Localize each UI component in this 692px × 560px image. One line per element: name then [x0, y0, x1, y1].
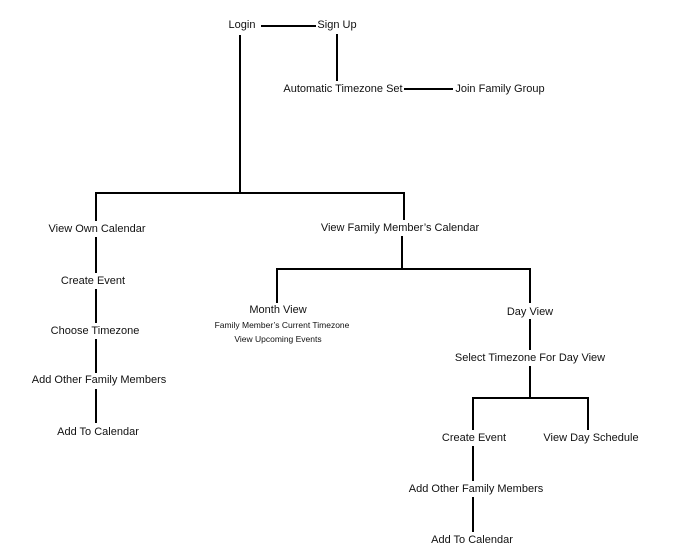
node-view-own-calendar: View Own Calendar	[48, 223, 146, 235]
node-choose-timezone: Choose Timezone	[50, 325, 140, 337]
node-day-view: Day View	[506, 306, 554, 318]
node-add-to-calendar-right: Add To Calendar	[431, 534, 513, 546]
node-view-day-schedule: View Day Schedule	[543, 432, 639, 444]
node-sign-up: Sign Up	[317, 19, 357, 31]
node-month-view: Month View	[249, 304, 307, 316]
node-view-family-calendar: View Family Member’s Calendar	[320, 222, 480, 234]
node-add-to-calendar-left: Add To Calendar	[57, 426, 139, 438]
node-create-event-left: Create Event	[60, 275, 126, 287]
node-automatic-timezone-set: Automatic Timezone Set	[283, 83, 403, 95]
node-create-event-right: Create Event	[441, 432, 507, 444]
node-add-other-family-right: Add Other Family Members	[408, 483, 544, 495]
node-month-view-detail-timezone: Family Member’s Current Timezone	[214, 320, 350, 330]
node-add-other-family-left: Add Other Family Members	[31, 374, 167, 386]
node-join-family-group: Join Family Group	[455, 83, 545, 95]
node-select-timezone-day-view: Select Timezone For Day View	[454, 352, 606, 364]
node-month-view-detail-events: View Upcoming Events	[234, 334, 322, 344]
node-login: Login	[228, 19, 256, 31]
